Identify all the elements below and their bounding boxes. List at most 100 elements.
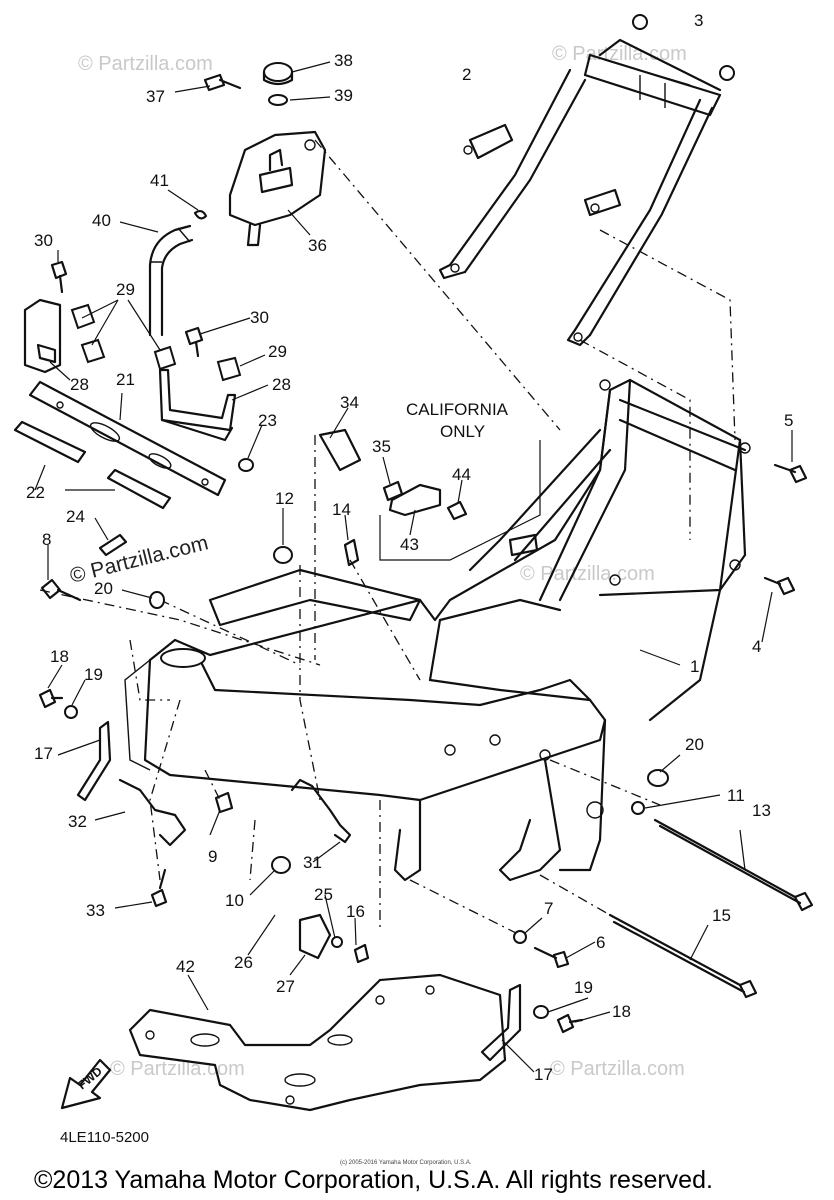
bolt-6	[533, 946, 570, 969]
callout-39: 39	[334, 86, 353, 105]
callout-25: 25	[314, 885, 333, 904]
footer-micro-copyright: (c) 2005-2016 Yamaha Motor Corporation, …	[340, 1160, 472, 1166]
callout-37: 37	[146, 87, 165, 106]
callout-6: 6	[596, 933, 605, 952]
watermark: © Partzilla.com	[68, 531, 211, 588]
callout-17: 17	[534, 1065, 553, 1084]
callout-33: 33	[86, 901, 105, 920]
callout-3: 3	[694, 11, 703, 30]
callout-44: 44	[452, 465, 471, 484]
reservoir-bolt	[203, 73, 242, 92]
callout-20: 20	[685, 735, 704, 754]
bushing	[343, 538, 360, 567]
plate	[28, 380, 227, 497]
callout-16: 16	[346, 902, 365, 921]
bolt-4	[763, 576, 796, 596]
bracket-bolt	[50, 260, 204, 358]
callout-15: 15	[712, 906, 731, 925]
callout-23: 23	[258, 411, 277, 430]
callout-28: 28	[70, 375, 89, 394]
callout-2: 2	[462, 65, 471, 84]
callout-31: 31	[303, 853, 322, 872]
watermark: © Partzilla.com	[520, 563, 655, 585]
nut	[331, 801, 645, 948]
callout-27: 27	[276, 977, 295, 996]
callout-26: 26	[234, 953, 253, 972]
stay-17	[76, 720, 522, 1062]
long-bolt	[40, 578, 82, 602]
long-bolt-15	[608, 913, 758, 999]
reservoir-cap	[262, 62, 294, 86]
skid-plate	[128, 973, 507, 1112]
california-note-line1: CALIFORNIA	[406, 400, 509, 419]
callout-41: 41	[150, 171, 169, 190]
callout-22: 22	[26, 483, 45, 502]
callout-38: 38	[334, 51, 353, 70]
callout-14: 14	[332, 500, 351, 519]
right-bracket	[158, 368, 237, 442]
callout-21: 21	[116, 370, 135, 389]
callout-18: 18	[50, 647, 69, 666]
callout-30: 30	[250, 308, 269, 327]
washer	[64, 705, 549, 1019]
callout-9: 9	[208, 847, 217, 866]
leader-lines	[34, 61, 793, 1073]
hose-clip	[193, 209, 208, 220]
rear-subframe	[438, 38, 722, 347]
main-frame	[124, 378, 751, 882]
callout-29: 29	[268, 342, 287, 361]
reservoir-hose	[148, 224, 194, 337]
long-bolt-13	[653, 818, 814, 912]
callout-35: 35	[372, 437, 391, 456]
footer-copyright: ©2013 Yamaha Motor Corporation, U.S.A. A…	[34, 1166, 713, 1194]
bolt-33	[150, 868, 168, 908]
reservoir-washer	[268, 94, 288, 106]
screw	[98, 533, 128, 557]
watermark: © Partzilla.com	[78, 53, 213, 75]
callout-19: 19	[84, 665, 103, 684]
forward-arrow-icon: FWD	[60, 1058, 112, 1110]
watermark: © Partzilla.com	[110, 1058, 245, 1080]
callout-36: 36	[308, 236, 327, 255]
callout-19: 19	[574, 978, 593, 997]
bolt-16	[353, 943, 370, 964]
callout-34: 34	[340, 393, 359, 412]
callout-8: 8	[42, 530, 51, 549]
callout-24: 24	[66, 507, 85, 526]
coolant-reservoir	[228, 130, 327, 247]
callout-29: 29	[116, 280, 135, 299]
california-note-line2: ONLY	[440, 422, 485, 441]
watermark: © Partzilla.com	[552, 43, 687, 65]
assembly-line	[39, 139, 736, 936]
callout-11: 11	[727, 786, 745, 805]
callout-20: 20	[94, 579, 113, 598]
part-code: 4LE110-5200	[60, 1129, 149, 1146]
callout-1: 1	[690, 657, 699, 676]
california-bracket	[318, 428, 541, 561]
bolt-9	[214, 791, 234, 814]
collar	[238, 458, 254, 472]
fwd-label: FWD	[75, 1064, 105, 1093]
watermark: © Partzilla.com	[550, 1058, 685, 1080]
callout-42: 42	[176, 957, 195, 976]
callout-13: 13	[752, 801, 771, 820]
callout-7: 7	[544, 899, 553, 918]
bolt-3	[632, 14, 735, 81]
collar	[149, 546, 669, 874]
callout-labels: 1 2 3 4 5 6 7 8 9 10 11 12 13 14 15 16 1…	[26, 11, 793, 1146]
callout-12: 12	[275, 489, 294, 508]
callout-4: 4	[752, 637, 761, 656]
callout-40: 40	[92, 211, 111, 230]
wire-bracket	[118, 778, 187, 847]
callout-10: 10	[225, 891, 244, 910]
callout-18: 18	[612, 1002, 631, 1021]
callout-5: 5	[784, 411, 793, 430]
left-bracket	[23, 298, 62, 374]
cover-27	[298, 913, 332, 960]
callout-28: 28	[272, 375, 291, 394]
callout-30: 30	[34, 231, 53, 250]
bracket-31	[290, 778, 352, 844]
damper-rubber	[70, 303, 242, 382]
